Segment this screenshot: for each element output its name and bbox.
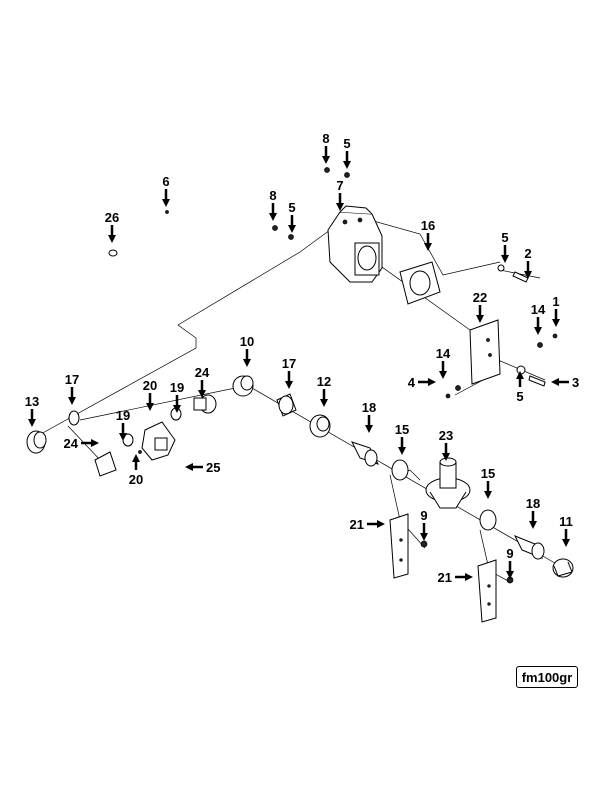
callout-c15a: 15 bbox=[395, 422, 409, 455]
callout-c22: 22 bbox=[473, 290, 487, 323]
callout-number: 5 bbox=[343, 136, 350, 151]
callout-number: 4 bbox=[408, 375, 416, 390]
callout-number: 21 bbox=[350, 517, 364, 532]
regulator-part-23 bbox=[425, 457, 471, 509]
callout-number: 7 bbox=[336, 178, 343, 193]
elbow-part-10 bbox=[232, 375, 254, 397]
callout-number: 20 bbox=[129, 472, 143, 487]
callout-c12: 12 bbox=[317, 374, 331, 407]
callout-c26: 26 bbox=[105, 210, 119, 243]
nipple-part-18 bbox=[351, 441, 545, 560]
callout-c5a: 5 bbox=[343, 136, 351, 169]
flange-part-16 bbox=[399, 261, 441, 305]
callout-c21b: 21 bbox=[438, 570, 473, 585]
callout-c20a: 20 bbox=[143, 378, 157, 411]
callout-c13: 13 bbox=[25, 394, 39, 427]
callout-c5c: 5 bbox=[501, 230, 509, 263]
callout-number: 21 bbox=[438, 570, 452, 585]
callout-c16: 16 bbox=[421, 218, 435, 251]
callout-number: 24 bbox=[64, 436, 79, 451]
assembly-lines bbox=[29, 219, 561, 583]
callout-c1: 1 bbox=[552, 294, 560, 327]
callout-number: 23 bbox=[439, 428, 453, 443]
callout-c23: 23 bbox=[439, 428, 453, 461]
callout-number: 2 bbox=[524, 246, 531, 261]
callout-c7: 7 bbox=[336, 178, 344, 211]
callout-number: 8 bbox=[322, 131, 329, 146]
callout-c14b: 14 bbox=[436, 346, 451, 379]
callout-number: 14 bbox=[436, 346, 451, 361]
callout-c21a: 21 bbox=[350, 517, 385, 532]
callout-number: 13 bbox=[25, 394, 39, 409]
callout-c10: 10 bbox=[240, 334, 254, 367]
bracket-part-21 bbox=[389, 513, 497, 623]
callout-number: 22 bbox=[473, 290, 487, 305]
callout-number: 15 bbox=[481, 466, 495, 481]
callout-c6: 6 bbox=[162, 174, 170, 207]
callout-number: 9 bbox=[420, 508, 427, 523]
callout-c17a: 17 bbox=[65, 372, 79, 405]
callout-number: 20 bbox=[143, 378, 157, 393]
union-part-24 bbox=[94, 394, 217, 477]
callout-c5b: 5 bbox=[288, 200, 296, 233]
nipple-part-17 bbox=[276, 393, 297, 417]
callout-c3: 3 bbox=[551, 375, 579, 390]
callout-c5d: 5 bbox=[516, 371, 524, 404]
callout-number: 25 bbox=[206, 460, 220, 475]
callout-number: 6 bbox=[162, 174, 169, 189]
callout-c9b: 9 bbox=[506, 546, 514, 579]
callout-c14a: 14 bbox=[531, 302, 546, 335]
callout-c19b: 19 bbox=[170, 380, 184, 413]
callout-number: 11 bbox=[559, 514, 573, 529]
callout-c8a: 8 bbox=[322, 131, 330, 164]
callout-number: 3 bbox=[572, 375, 579, 390]
callout-c4: 4 bbox=[408, 375, 436, 390]
callout-number: 17 bbox=[65, 372, 79, 387]
callout-c24b: 24 bbox=[195, 365, 210, 398]
callout-c18a: 18 bbox=[362, 400, 376, 433]
callout-number: 18 bbox=[526, 496, 540, 511]
callout-number: 15 bbox=[395, 422, 409, 437]
callout-c17b: 17 bbox=[282, 356, 296, 389]
cap-part-11 bbox=[552, 558, 574, 578]
callout-c19a: 19 bbox=[116, 408, 130, 441]
callout-c24a: 24 bbox=[64, 436, 99, 451]
callout-number: 16 bbox=[421, 218, 435, 233]
callout-number: 17 bbox=[282, 356, 296, 371]
callout-number: 19 bbox=[170, 380, 184, 395]
callout-number: 26 bbox=[105, 210, 119, 225]
clamp-part-15 bbox=[391, 459, 497, 531]
callout-number: 5 bbox=[288, 200, 295, 215]
callout-number: 18 bbox=[362, 400, 376, 415]
solenoid-part-25 bbox=[138, 421, 176, 461]
figure-code-label: fm100gr bbox=[516, 666, 578, 688]
small-hardware bbox=[108, 167, 558, 584]
callout-c9a: 9 bbox=[420, 508, 428, 541]
callout-number: 19 bbox=[116, 408, 130, 423]
callout-number: 9 bbox=[506, 546, 513, 561]
callout-number: 5 bbox=[516, 389, 523, 404]
mounting-plate-part-22 bbox=[469, 319, 501, 385]
callout-number: 24 bbox=[195, 365, 210, 380]
callout-c8b: 8 bbox=[269, 188, 277, 221]
valve-body-part-7 bbox=[327, 205, 383, 283]
callout-number: 14 bbox=[531, 302, 546, 317]
callout-c20b: 20 bbox=[129, 454, 143, 487]
callout-c11: 11 bbox=[559, 514, 573, 547]
callout-number: 10 bbox=[240, 334, 254, 349]
union-part-12 bbox=[309, 414, 331, 438]
callout-number: 5 bbox=[501, 230, 508, 245]
callout-number: 12 bbox=[317, 374, 331, 389]
callout-c18b: 18 bbox=[526, 496, 540, 529]
callout-number: 1 bbox=[552, 294, 559, 309]
callout-c25: 25 bbox=[185, 460, 220, 475]
callout-c2: 2 bbox=[524, 246, 532, 279]
callout-number: 8 bbox=[269, 188, 276, 203]
callout-c15b: 15 bbox=[481, 466, 495, 499]
